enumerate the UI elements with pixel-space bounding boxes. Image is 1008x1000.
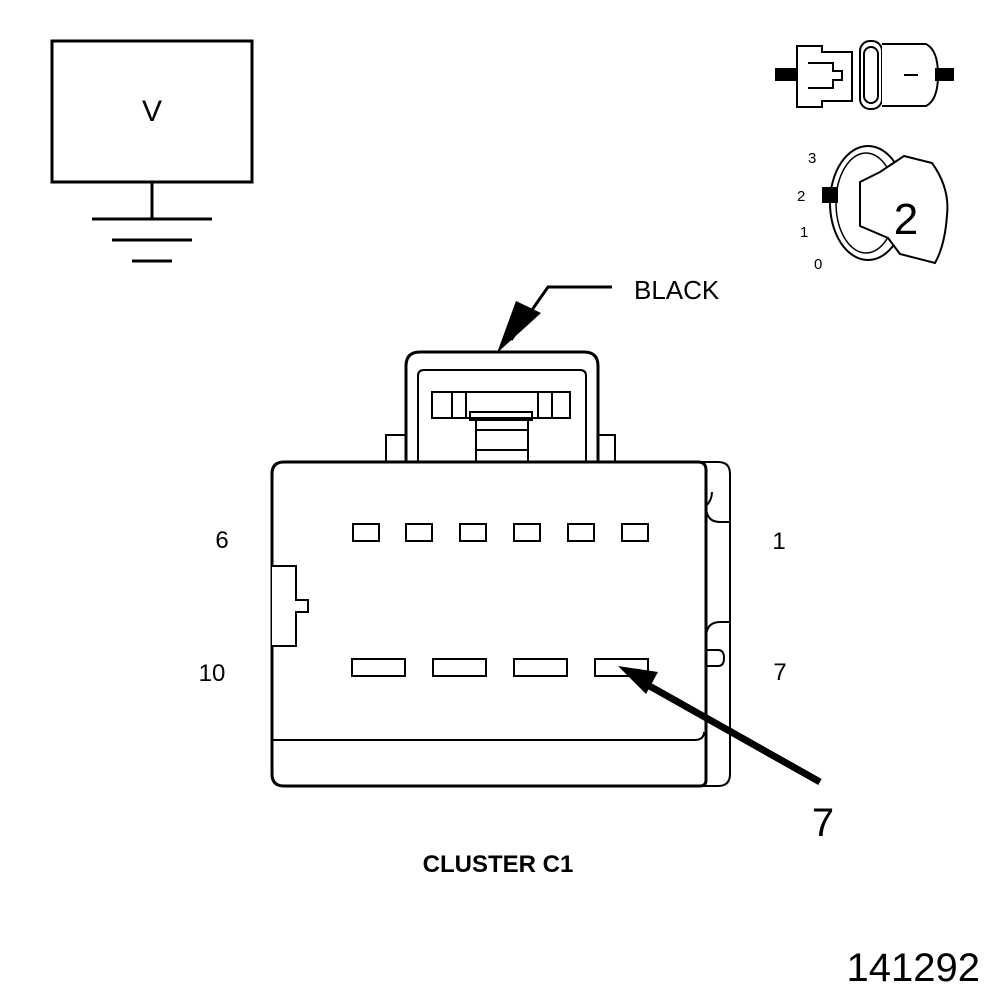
- cavity-9: [432, 658, 487, 677]
- figure-id: 141292: [847, 946, 980, 990]
- disconnected-connector-icon: [775, 40, 954, 110]
- cavity-4: [459, 523, 487, 542]
- cavity-10: [351, 658, 406, 677]
- voltmeter-symbol: V: [50, 39, 254, 263]
- color-leader: [497, 285, 612, 353]
- ignition-position-marker: [822, 187, 838, 203]
- connector-color-label: BLACK: [634, 275, 720, 305]
- cavity-6: [352, 523, 380, 542]
- cavity-3: [513, 523, 541, 542]
- color-leader-arrowhead: [497, 301, 541, 353]
- ignition-position-0: 0: [814, 256, 822, 273]
- ignition-position-1: 1: [800, 224, 808, 241]
- key-head: [859, 154, 949, 265]
- locking-latch: [404, 350, 600, 463]
- connector-housing: [270, 460, 708, 788]
- ignition-position-2: 2: [797, 188, 805, 205]
- ignition-selected-position: 2: [894, 195, 918, 244]
- cavity-5: [405, 523, 433, 542]
- ground-icon: [92, 217, 212, 263]
- bottom-row-right-label: 7: [773, 659, 786, 686]
- cavity-8: [513, 658, 568, 677]
- top-row-right-label: 1: [772, 528, 785, 555]
- connector-name: CLUSTER C1: [423, 851, 574, 878]
- pin-callout-arrowhead: [618, 666, 658, 694]
- pin-callout-arrow: [618, 666, 822, 786]
- connector-body: [270, 350, 731, 788]
- ignition-position-3: 3: [808, 150, 816, 167]
- top-row-left-label: 6: [215, 527, 228, 554]
- cavity-1: [621, 523, 649, 542]
- ignition-key-icon: 3 2 1 0 2: [797, 145, 949, 273]
- connector-key-tab: [272, 565, 309, 647]
- cavity-row-top: [352, 523, 649, 542]
- cavity-row-bottom: [351, 658, 649, 677]
- pin-callout-label: 7: [812, 801, 834, 845]
- bottom-row-left-label: 10: [199, 660, 226, 687]
- voltmeter-label: V: [142, 95, 162, 128]
- cavity-2: [567, 523, 595, 542]
